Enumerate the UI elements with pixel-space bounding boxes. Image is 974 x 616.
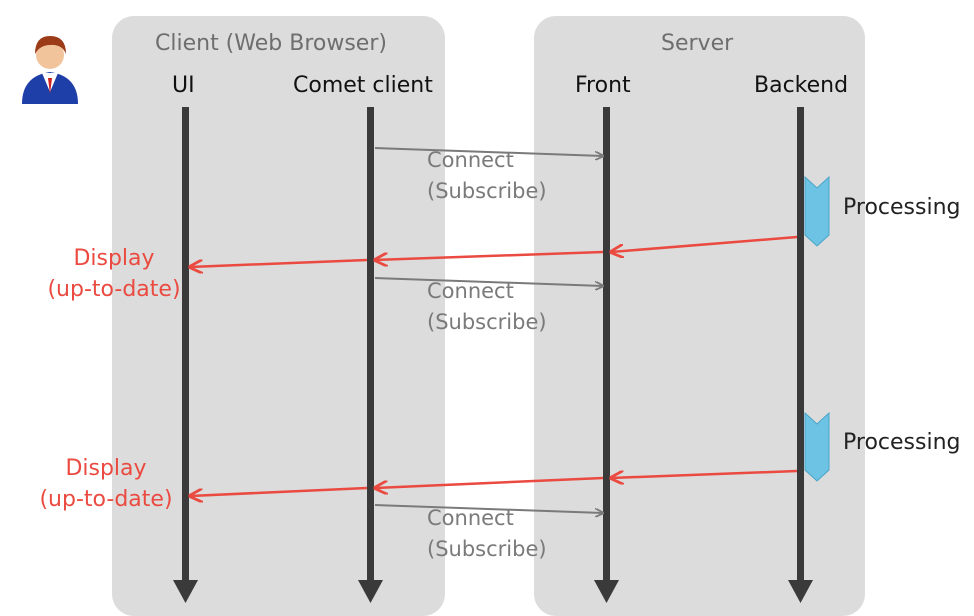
server-group-panel: [534, 16, 865, 616]
lifeline-backend: [788, 107, 813, 603]
up-to-date-text: (up-to-date): [39, 487, 173, 512]
client-group-title: Client (Web Browser): [155, 31, 387, 56]
connect-label-1: Connect (Subscribe): [427, 145, 547, 207]
connect-arrow-3: [374, 504, 603, 513]
connect-text: Connect: [427, 148, 514, 172]
connect-label-2: Connect (Subscribe): [427, 276, 547, 338]
processing-label-1: Processing: [843, 195, 961, 220]
lifeline-front: [594, 107, 619, 603]
lifeline-comet-client: [358, 107, 383, 603]
connect-label-3: Connect (Subscribe): [427, 503, 547, 565]
lane-label-backend: Backend: [754, 73, 849, 98]
lane-label-comet-client: Comet client: [293, 73, 433, 98]
display-text: Display: [65, 456, 147, 481]
server-group-title: Server: [661, 31, 734, 56]
display-label-1: Display (up-to-date): [26, 243, 202, 305]
lifeline-ui: [173, 107, 198, 603]
processing-marker-1: [804, 175, 830, 247]
subscribe-text: (Subscribe): [427, 179, 547, 203]
connect-text: Connect: [427, 506, 514, 530]
connect-arrow-2: [374, 277, 603, 286]
processing-marker-2: [804, 411, 830, 482]
subscribe-text: (Subscribe): [427, 537, 547, 561]
connect-text: Connect: [427, 279, 514, 303]
subscribe-text: (Subscribe): [427, 310, 547, 334]
client-group-panel: [112, 16, 445, 616]
processing-label-2: Processing: [843, 430, 961, 455]
connect-arrow-1: [374, 147, 603, 156]
display-label-2: Display (up-to-date): [18, 453, 194, 515]
response-arrow-2: [190, 469, 798, 496]
lane-label-front: Front: [575, 73, 631, 98]
user-avatar-icon: [22, 36, 78, 104]
lane-label-ui: UI: [172, 73, 195, 98]
up-to-date-text: (up-to-date): [47, 277, 181, 302]
display-text: Display: [73, 246, 155, 271]
response-arrow-1: [190, 235, 798, 267]
